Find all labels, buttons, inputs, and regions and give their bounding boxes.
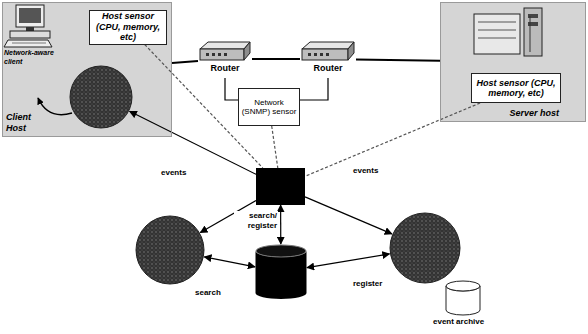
router-icon — [300, 40, 356, 62]
circle-shape — [70, 66, 132, 128]
host-ground — [2, 2, 172, 137]
event-arrow — [280, 205, 281, 244]
agent-circle — [135, 215, 205, 285]
event-arrow — [305, 197, 392, 234]
router-light — [206, 53, 209, 56]
router-light — [308, 53, 311, 56]
router-icon — [198, 40, 252, 62]
sensor-link — [272, 126, 278, 168]
computer-icon — [4, 5, 52, 47]
host-label: Server host — [509, 108, 559, 119]
circle-outline — [389, 212, 461, 284]
router-side — [348, 42, 354, 60]
sensor-text: Host sensor (CPU, memory, etc) — [92, 11, 164, 43]
sensor-text: Network (SNMP) sensor — [241, 98, 297, 117]
router-node: Router — [300, 40, 356, 78]
circle-shape — [390, 213, 460, 283]
edge-label: register — [352, 279, 383, 289]
sensor-text: Host sensor (CPU, memory, etc) — [474, 78, 558, 99]
agent-circle — [69, 65, 133, 129]
archive-cylinder — [446, 281, 480, 315]
sensor-box: Host sensor (CPU, memory, etc) — [89, 10, 167, 45]
router-node: Router — [198, 40, 252, 78]
edge-label: search — [194, 288, 222, 298]
router-top — [200, 42, 250, 49]
agent-circle — [389, 212, 461, 284]
router-light — [212, 53, 215, 56]
router-light — [314, 53, 317, 56]
edge-label: search/ register — [234, 211, 278, 230]
event-arrow — [225, 78, 238, 100]
sensor-box: Host sensor (CPU, memory, etc) — [471, 73, 561, 103]
host-region: Server host Host sensor (CPU, memory, etc… — [440, 2, 586, 122]
circle-outline — [135, 215, 205, 285]
router-label: Router — [198, 63, 252, 73]
directory-cylinder — [255, 244, 307, 300]
sensor-box: Network (SNMP) sensor — [238, 88, 300, 126]
circle-shape — [136, 216, 204, 284]
host-label: Client Host — [6, 112, 44, 133]
cylinder-rim — [256, 245, 306, 257]
edge-label: events — [160, 168, 187, 178]
router-light — [320, 53, 323, 56]
router-light — [218, 53, 221, 56]
icon-label: Network-aware client — [3, 49, 65, 66]
router-light — [224, 53, 227, 56]
edge-label: events — [352, 166, 379, 176]
router-top — [302, 42, 354, 49]
event-arrow — [307, 254, 390, 268]
router-body — [200, 49, 244, 60]
host-ground — [440, 2, 586, 122]
event-arrow — [204, 257, 255, 267]
curved-arrow — [38, 98, 72, 115]
network-link — [356, 60, 440, 61]
network-link — [252, 58, 300, 60]
host-region: Client Host Host sensor (CPU, memory, etc… — [2, 2, 172, 137]
event-arrow — [300, 78, 328, 100]
gateway-box — [256, 168, 305, 205]
cylinder-shape — [256, 251, 307, 299]
router-body — [302, 49, 348, 60]
sensor-link — [305, 103, 480, 176]
archive-label: event archive — [432, 317, 504, 327]
router-side — [244, 42, 250, 60]
router-label: Router — [300, 63, 356, 73]
router-light — [326, 53, 329, 56]
network-link — [172, 61, 198, 63]
circle-outline — [69, 65, 133, 129]
server-icon — [474, 8, 542, 56]
cylinder-outline — [255, 244, 307, 300]
